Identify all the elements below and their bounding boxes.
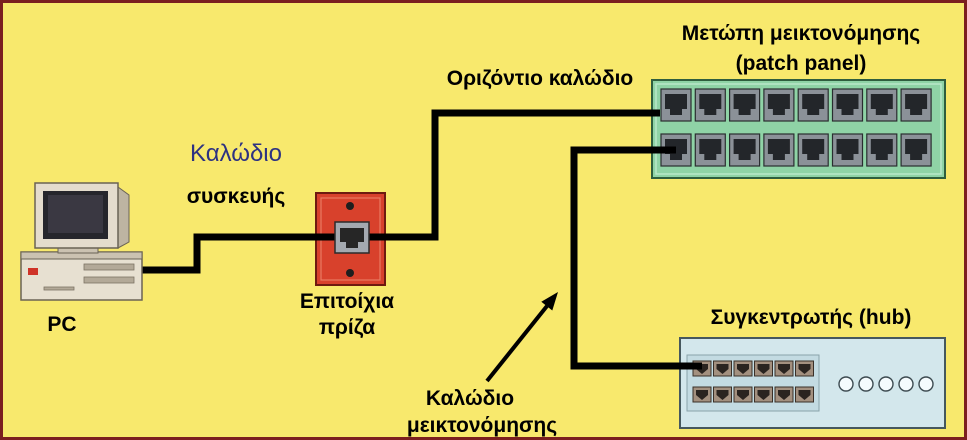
hub-port-socket	[798, 364, 811, 374]
patch-panel-port-socket	[905, 94, 928, 115]
patch-cable-label: Καλώδιο	[425, 387, 515, 410]
patch-panel-port-socket	[802, 94, 825, 115]
patch-panel-port-socket	[665, 94, 687, 115]
hub-port-socket	[778, 364, 790, 374]
desktop-computer-icon	[20, 182, 143, 301]
patch-panel-label-english: (patch panel)	[735, 52, 867, 75]
hub-ports	[692, 360, 814, 403]
patch-panel-port-socket	[870, 94, 893, 115]
patch-panel-port	[694, 133, 726, 167]
hub-port	[692, 386, 712, 403]
hub-port-socket	[716, 364, 729, 374]
hub-indicator-light	[858, 376, 874, 392]
patch-panel-port-socket	[836, 94, 859, 115]
patch-panel-port	[831, 133, 864, 167]
patch-panel-port	[660, 88, 692, 122]
hub-port	[774, 386, 794, 403]
hub-port	[795, 386, 814, 403]
patch-panel-label: Μετώπη μεικτονόμησης	[681, 22, 921, 45]
wall-outlet-jack	[334, 202, 370, 277]
arrow-shaft	[485, 304, 549, 383]
patch-panel-port-socket	[767, 94, 790, 115]
drive-bay-bottom	[83, 276, 135, 284]
patch-panel-port	[797, 133, 829, 167]
hub-port-socket	[798, 390, 811, 400]
hub-indicator-light	[918, 376, 934, 392]
hub-port-socket	[696, 390, 708, 400]
patch-panel-port	[866, 133, 898, 167]
hub-port-socket	[737, 390, 749, 400]
arrow-icon	[485, 292, 558, 383]
patch-panel-ports	[660, 88, 932, 167]
monitor-side	[117, 186, 130, 249]
monitor-screen-glare	[48, 195, 103, 233]
hub-port	[774, 360, 794, 377]
hub-port-socket	[757, 364, 770, 374]
hub-port	[713, 386, 732, 403]
pc-label: PC	[47, 313, 77, 336]
patch-panel-port	[728, 133, 761, 167]
hub-port	[754, 386, 773, 403]
patch-panel-port	[694, 88, 726, 122]
horizontal-cable	[364, 109, 660, 241]
patch-cable-label-second-line: μεικτονόμησης	[406, 414, 558, 437]
patch-panel-port-socket	[699, 94, 722, 115]
hub-port	[754, 360, 773, 377]
hub-port-socket	[778, 390, 790, 400]
patch-panel-port-socket	[767, 139, 790, 160]
hub-port-socket	[737, 364, 749, 374]
hub-indicator-lights	[838, 376, 934, 392]
patch-panel-icon	[651, 79, 946, 179]
patch-panel-port-socket	[870, 139, 893, 160]
patch-panel-port-socket	[802, 139, 825, 160]
patch-panel-port-socket	[905, 139, 928, 160]
wall-outlet-label-second-line: πρίζα	[318, 316, 376, 339]
device-cable-label-second-line: συσκευής	[186, 185, 286, 208]
patch-panel-port	[728, 88, 761, 122]
patch-panel-inner-edge	[655, 83, 942, 175]
patch-panel-port	[763, 88, 795, 122]
wall-outlet-label: Επιτοίχια	[299, 290, 395, 313]
device-cable-label: Καλώδιο	[189, 140, 282, 167]
hub-label: Συγκεντρωτής (hub)	[710, 306, 912, 329]
hub-indicator-light	[878, 376, 894, 392]
arrow-head	[541, 292, 558, 311]
horizontal-cable-label: Οριζόντιο καλώδιο	[446, 67, 634, 90]
patch-panel-port-socket	[699, 139, 722, 160]
patch-panel-port	[831, 88, 864, 122]
patch-panel-port-socket	[733, 94, 756, 115]
hub-port	[795, 360, 814, 377]
hub-port	[713, 360, 732, 377]
device-cable	[142, 233, 346, 274]
hub-port	[733, 360, 753, 377]
outlet-screw-bottom	[346, 269, 354, 277]
case-vent	[43, 286, 75, 291]
outlet-jack-hole	[340, 228, 364, 248]
patch-panel-port	[797, 88, 829, 122]
patch-cable	[570, 146, 702, 370]
hub-port	[733, 386, 753, 403]
power-light	[28, 268, 38, 275]
patch-panel-port-socket	[733, 139, 756, 160]
hub-port-socket	[716, 390, 729, 400]
outlet-screw-top	[346, 202, 354, 210]
patch-panel-port	[900, 133, 932, 167]
hub-icon	[679, 337, 946, 429]
patch-panel-port	[900, 88, 932, 122]
hub-port-socket	[757, 390, 770, 400]
patch-panel-port	[763, 133, 795, 167]
hub-indicator-light	[898, 376, 914, 392]
drive-bay-top	[83, 263, 135, 271]
hub-indicator-light	[838, 376, 854, 392]
patch-panel-port	[866, 88, 898, 122]
patch-panel-port-socket	[836, 139, 859, 160]
